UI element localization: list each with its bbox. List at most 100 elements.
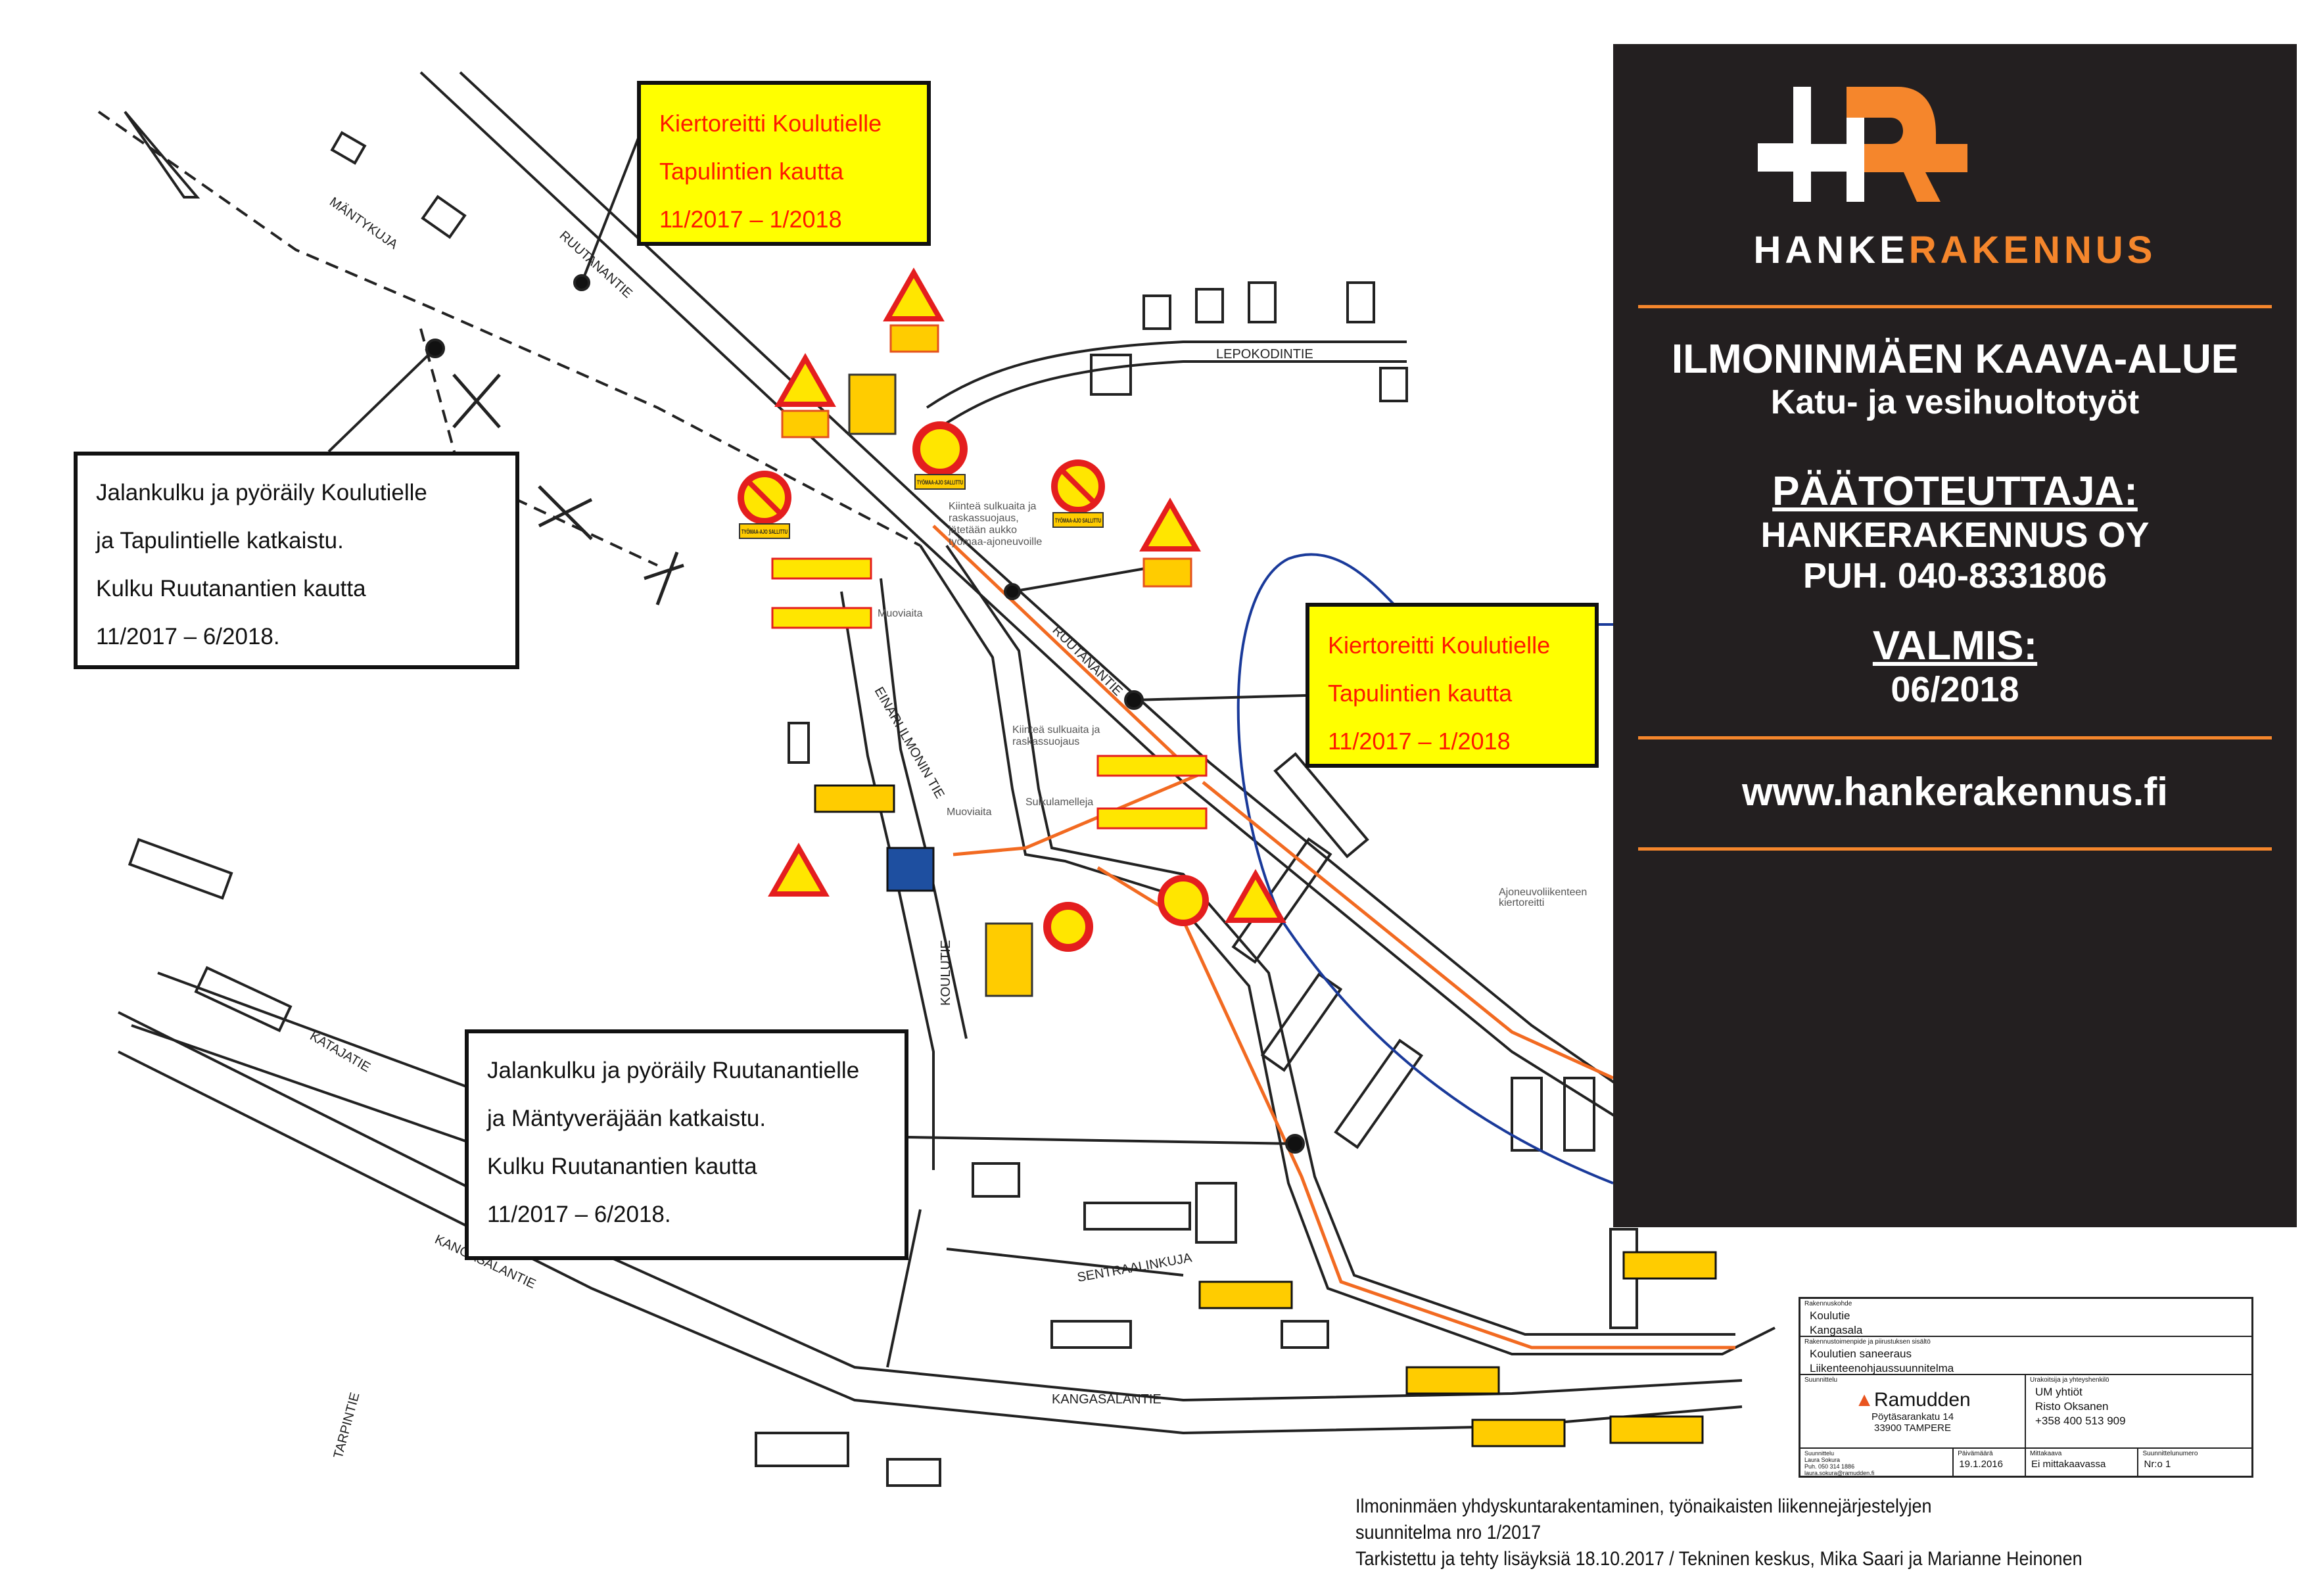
contractor-label: PÄÄTOTEUTTAJA: (1772, 469, 2138, 514)
content-line: Liikenteenohjaussuunnitelma (1810, 1362, 1954, 1374)
arrow-sign-icon (1142, 557, 1192, 588)
designer-line: Puh. 050 314 1886 (1804, 1463, 1855, 1470)
closure-line: Jalankulku ja pyöräily Ruutanantielle (487, 1058, 860, 1083)
plan-footer: Ilmoninmäen yhdyskuntarakentaminen, työn… (1355, 1493, 2082, 1572)
brand-name: HANKERAKENNUS (1613, 228, 2297, 272)
content-label: Rakennustoimenpide ja piirustuksen sisäl… (1804, 1338, 1931, 1346)
sign-plate-text: TYÖMAA-AJO SALLITTU (1055, 517, 1101, 524)
project-label: Rakennuskohde (1804, 1300, 1852, 1307)
no-entry-sign-icon (912, 421, 968, 477)
detour-note-right: Kiertoreitti Koulutielle Tapulintien kau… (1306, 603, 1599, 768)
contractor-label: Urakoitsija ja yhteyshenkilö (2030, 1376, 2109, 1384)
barrier-icon (1096, 755, 1208, 777)
content-line: Koulutien saneeraus (1810, 1348, 1912, 1360)
hr-logo-icon (1758, 87, 1967, 202)
detour-line: Tapulintien kautta (1328, 680, 1513, 707)
ready-label: VALMIS: (1872, 623, 2038, 669)
chevron-board-icon (1609, 1415, 1704, 1444)
designer-line: Laura Sokura (1804, 1457, 1841, 1463)
designer-label: Suunnittelu (1804, 1450, 1835, 1457)
number-value: Nr:o 1 (2144, 1459, 2171, 1470)
closure-line: Kulku Ruutanantien kautta (96, 576, 366, 601)
annotation-sulkulamelleja: Sulkulamelleja (1025, 797, 1093, 808)
detour-note-top: Kiertoreitti Koulutielle Tapulintien kau… (637, 81, 931, 246)
ramudden-triangle-icon: ▲ (1854, 1389, 1874, 1411)
detour-line: 11/2017 – 1/2018 (659, 206, 842, 233)
sign-plate-text: TYÖMAA-AJO SALLITTU (741, 528, 788, 535)
sign-plate-1: TYÖMAA-AJO SALLITTU (914, 474, 966, 490)
roadwork-sign-icon (1139, 497, 1201, 552)
roadwork-sign-icon (774, 352, 836, 407)
number-label: Suunnittelunumero (2142, 1450, 2198, 1457)
street-label-tarpintie: TARPINTIE (331, 1391, 363, 1460)
street-label-koulutie: KOULUTIE (939, 940, 953, 1006)
date-value: 19.1.2016 (1959, 1459, 2003, 1470)
footer-line: Tarkistettu ja tehty lisäyksiä 18.10.201… (1355, 1548, 2082, 1570)
designer-line: laura.sokura@ramudden.fi (1804, 1470, 1875, 1476)
closure-line: ja Mäntyveräjään katkaistu. (487, 1106, 766, 1131)
roadwork-sign-icon (883, 267, 945, 321)
barrier-icon (771, 607, 872, 629)
designer-address: Pöytäsarankatu 14 (1871, 1411, 1954, 1422)
detour-line: Kiertoreitti Koulutielle (1328, 632, 1551, 659)
street-label-katajatie: KATAJATIE (308, 1029, 373, 1075)
barrier-icon (771, 557, 872, 580)
contractor-line: Risto Oksanen (2035, 1400, 2109, 1413)
scale-value: Ei mittakaavassa (2031, 1459, 2106, 1470)
annotation-muoviaita-1: Muoviaita (878, 608, 923, 619)
annotation-muoviaita-2: Muoviaita (947, 807, 992, 818)
brand-white: HANKE (1753, 229, 1909, 271)
scale-label: Mittakaava (2029, 1450, 2062, 1457)
footer-line: Ilmoninmäen yhdyskuntarakentaminen, työn… (1355, 1495, 1932, 1517)
divider (1638, 305, 2272, 308)
project-title: ILMONINMÄEN KAAVA-ALUE (1671, 337, 2239, 382)
roadwork-sign-icon (1225, 868, 1286, 923)
project-line: Koulutie (1810, 1309, 1850, 1322)
arrow-sign-icon (781, 410, 830, 438)
street-label-sentraalinkuja: SENTRAALINKUJA (1076, 1250, 1193, 1284)
roadwork-sign-icon (768, 842, 830, 897)
closure-line: 11/2017 – 6/2018. (487, 1202, 671, 1227)
chevron-board-icon (1622, 1251, 1717, 1280)
detour-line: 11/2017 – 1/2018 (1328, 728, 1511, 755)
title-block: Rakennuskohde Koulutie Kangasala Rakennu… (1799, 1297, 2253, 1478)
contractor-info-panel: HANKERAKENNUS ILMONINMÄEN KAAVA-ALUE Kat… (1613, 44, 2297, 1227)
designer-company: Ramudden (1873, 1389, 1971, 1411)
street-label-lepokodintie: LEPOKODINTIE (1216, 347, 1313, 362)
contractor-phone: PUH. 040-8331806 (1802, 556, 2107, 596)
no-entry-sign-icon (1043, 902, 1093, 952)
designer-address: 33900 TAMPERE (1873, 1422, 1951, 1434)
barrier-icon (1096, 807, 1208, 830)
street-label-ruutanantie: RUUTANANTIE (557, 228, 635, 301)
detour-line: Tapulintien kautta (659, 158, 844, 185)
contractor-name: HANKERAKENNUS OY (1760, 515, 2150, 555)
street-label-ruutanantie-2: RUUTANANTIE (1049, 623, 1125, 699)
road-koulutie (919, 544, 1776, 1355)
contractor-line: +358 400 513 909 (2035, 1415, 2126, 1427)
website-link[interactable]: www.hankerakennus.fi (1742, 770, 2168, 814)
no-turn-sign-icon (738, 471, 791, 525)
closure-note-bottom: Jalankulku ja pyöräily Ruutanantielle ja… (465, 1029, 908, 1260)
sign-plate-text: TYÖMAA-AJO SALLITTU (917, 479, 963, 486)
ramudden-logo: ▲Ramudden (1800, 1389, 2025, 1411)
closure-line: 11/2017 – 6/2018. (96, 624, 280, 649)
chevron-board-icon (1471, 1419, 1566, 1447)
chevron-board-icon (1198, 1280, 1293, 1309)
footer-line: suunnitelma nro 1/2017 (1355, 1522, 1541, 1543)
closure-line: Jalankulku ja pyöräily Koulutielle (96, 480, 427, 505)
closure-line: ja Tapulintielle katkaistu. (96, 528, 344, 553)
bicycle-sign-icon (848, 373, 897, 435)
date-label: Päivämäärä (1958, 1450, 1993, 1457)
closure-line: Kulku Ruutanantien kautta (487, 1154, 757, 1179)
no-turn-sign-icon (1051, 459, 1105, 513)
ready-date: 06/2018 (1891, 670, 2019, 709)
street-label-mantykuja: MÄNTYKUJA (327, 195, 400, 252)
priority-sign-icon (1158, 875, 1209, 926)
bicycle-sign-icon (985, 922, 1033, 997)
project-subtitle: Katu- ja vesihuoltotyöt (1770, 383, 2140, 421)
barriers (771, 557, 1717, 1447)
chevron-board-icon (1405, 1366, 1500, 1395)
